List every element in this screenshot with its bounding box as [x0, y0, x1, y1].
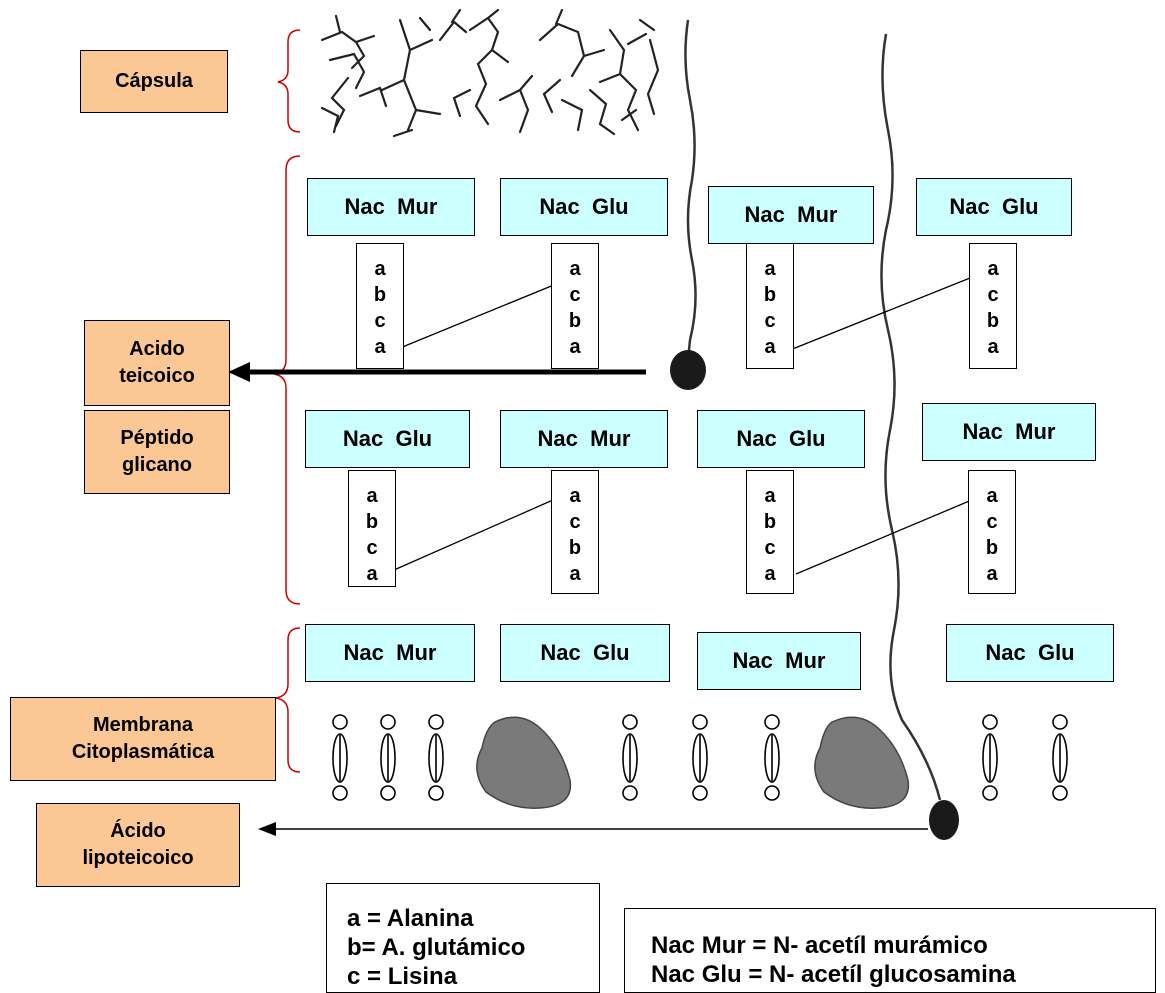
label-membrana: Membrana Citoplasmática: [10, 697, 276, 781]
sugar-nac-glu: Nac Glu: [697, 410, 865, 468]
brackets: [273, 29, 301, 773]
peptide-crosslinks: [393, 271, 987, 575]
sugar-nac-glu: Nac Glu: [305, 410, 470, 468]
sugar-nac-glu: Nac Glu: [946, 624, 1114, 682]
label-peptidoglicano: Péptido glicano: [84, 410, 230, 494]
lipoteichoic-anchor: [929, 800, 959, 840]
sugar-nac-glu: Nac Glu: [500, 624, 670, 682]
legend-amino-acids: a = Alanina b= A. glutámico c = Lisina: [326, 883, 600, 993]
teichoic-filaments: [684, 19, 942, 801]
sugar-nac-mur: Nac Mur: [500, 410, 668, 468]
label-capsula: Cápsula: [80, 50, 228, 113]
label-acido-teicoico: Acido teicoico: [84, 320, 230, 406]
arrows: [228, 362, 928, 836]
sugar-nac-mur: Nac Mur: [305, 624, 475, 682]
sugar-nac-mur: Nac Mur: [307, 178, 475, 236]
sugar-nac-glu: Nac Glu: [500, 178, 668, 236]
legend-sugars: Nac Mur = N- acetíl murámico Nac Glu = N…: [624, 908, 1156, 993]
membrane-lipids: [332, 714, 1068, 801]
membrane-protein: [814, 716, 910, 809]
sugar-nac-mur: Nac Mur: [697, 632, 861, 690]
membrane-protein: [476, 716, 572, 809]
teichoic-anchor: [670, 350, 706, 390]
capsule-fibers: [320, 8, 660, 138]
sugar-nac-mur: Nac Mur: [708, 186, 874, 244]
sugar-nac-mur: Nac Mur: [922, 403, 1096, 461]
label-acido-lipoteicoico: Ácido lipoteicoico: [36, 803, 240, 887]
sugar-nac-glu: Nac Glu: [916, 178, 1072, 236]
